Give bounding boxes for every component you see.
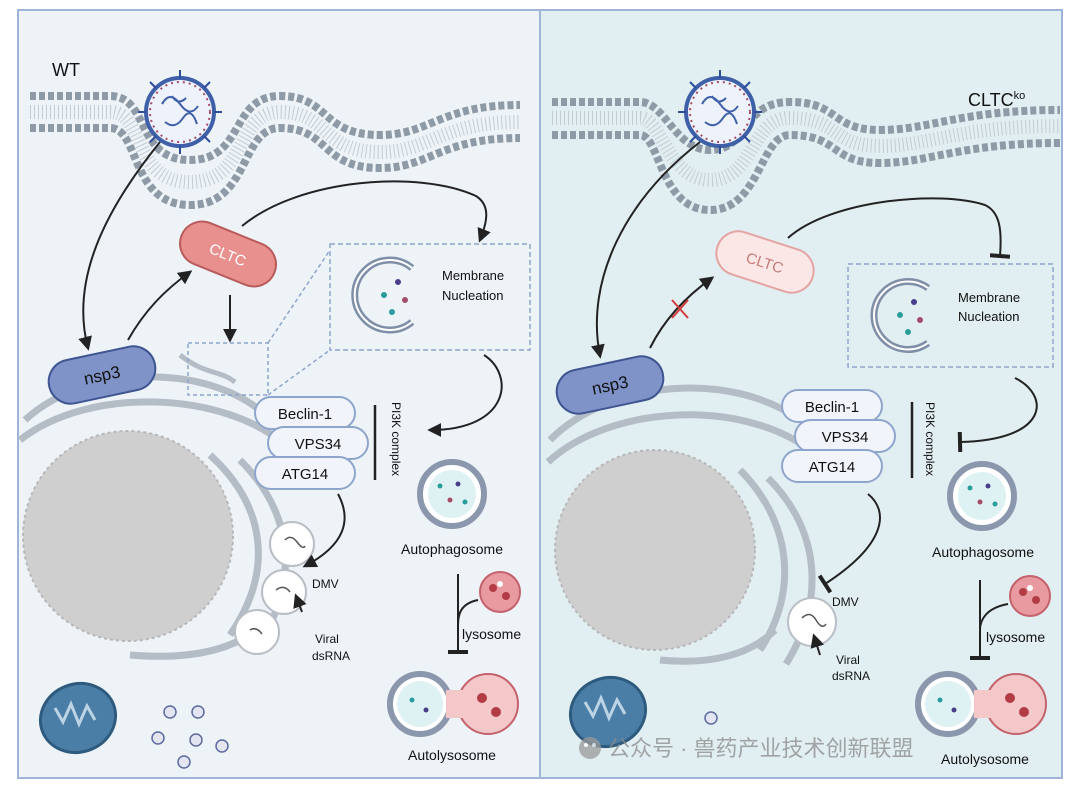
left-vps34-label: VPS34 — [295, 436, 342, 453]
right-cell-membrane — [552, 97, 1061, 215]
left-nsp3-protein: nsp3 — [47, 345, 157, 405]
right-autolysosome-label: Autolysosome — [941, 751, 1029, 767]
right-nsp3-protein: nsp3 — [555, 355, 665, 415]
right-vps34-label: VPS34 — [822, 429, 869, 446]
right-small-virion-icon — [704, 711, 718, 725]
left-autophagosome-icon — [417, 459, 487, 529]
left-atg14-label: ATG14 — [282, 466, 328, 483]
right-atg14-label: ATG14 — [809, 459, 855, 476]
left-beclin-label: Beclin-1 — [278, 406, 332, 423]
left-virion-cluster-icon — [151, 705, 229, 769]
right-autophagosome-icon — [947, 461, 1017, 531]
left-membrane-label-2: Nucleation — [442, 288, 503, 303]
watermark-text: 公众号 · 兽药产业技术创新联盟 — [608, 736, 914, 761]
left-viral-label-2: dsRNA — [312, 649, 350, 663]
right-viral-label-2: dsRNA — [832, 669, 870, 683]
right-lysosome-icon — [1009, 575, 1051, 617]
left-autolysosome-label: Autolysosome — [408, 747, 496, 763]
right-dmv-icon — [787, 597, 837, 647]
left-lysosome-icon — [479, 571, 521, 613]
left-pi3k-complex: Beclin-1 VPS34 ATG14 PI3K complex — [254, 396, 403, 490]
right-autophagosome-label: Autophagosome — [932, 544, 1034, 560]
left-dmv-label: DMV — [312, 577, 339, 591]
right-viral-label-1: Viral — [836, 653, 860, 667]
right-title-sup: ko — [1014, 90, 1026, 102]
left-cltc-protein: CLTC — [179, 220, 277, 288]
right-membrane-label-2: Nucleation — [958, 309, 1019, 324]
left-membrane-nucleation-box — [329, 243, 531, 351]
right-beclin-label: Beclin-1 — [805, 399, 859, 416]
right-panel-title: CLTCko — [968, 90, 1025, 110]
right-autolysosome-icon — [915, 671, 1047, 737]
right-membrane-label-1: Membrane — [958, 290, 1020, 305]
left-autophagosome-label: Autophagosome — [401, 541, 503, 557]
left-zoom-box-small — [187, 342, 269, 396]
left-panel-title: WT — [52, 60, 80, 80]
inhibition-cross-icon — [671, 299, 689, 319]
right-phagophore-icon — [870, 278, 931, 353]
wechat-icon — [579, 737, 601, 759]
left-phagophore-icon — [351, 256, 415, 334]
left-membrane-label-1: Membrane — [442, 268, 504, 283]
right-membrane-nucleation-box — [847, 263, 1054, 368]
left-arrows — [78, 141, 503, 613]
right-panel: CLTCko — [545, 70, 1061, 767]
right-dmv-label: DMV — [832, 595, 859, 609]
right-title-main: CLTC — [968, 90, 1014, 110]
right-virus-icon — [678, 70, 762, 154]
right-nucleus — [554, 449, 756, 651]
right-cltc-protein: CLTC — [715, 230, 815, 294]
left-viral-label-1: Viral — [315, 632, 339, 646]
left-panel: WT — [17, 60, 531, 769]
left-autolysosome-icon — [387, 671, 519, 737]
left-nucleus — [22, 430, 234, 642]
left-virus-icon — [138, 70, 222, 154]
left-lysosome-label: lysosome — [462, 626, 521, 642]
right-arrows — [590, 141, 1038, 656]
right-pi3k-label: PI3K complex — [923, 402, 937, 476]
right-pi3k-complex: Beclin-1 VPS34 ATG14 PI3K complex — [781, 389, 937, 483]
right-lysosome-label: lysosome — [986, 629, 1045, 645]
left-pi3k-label: PI3K complex — [389, 402, 403, 476]
right-mitochondrion-icon — [568, 676, 648, 748]
left-mitochondrion-icon — [38, 682, 118, 754]
watermark: 公众号 · 兽药产业技术创新联盟 — [579, 736, 914, 761]
